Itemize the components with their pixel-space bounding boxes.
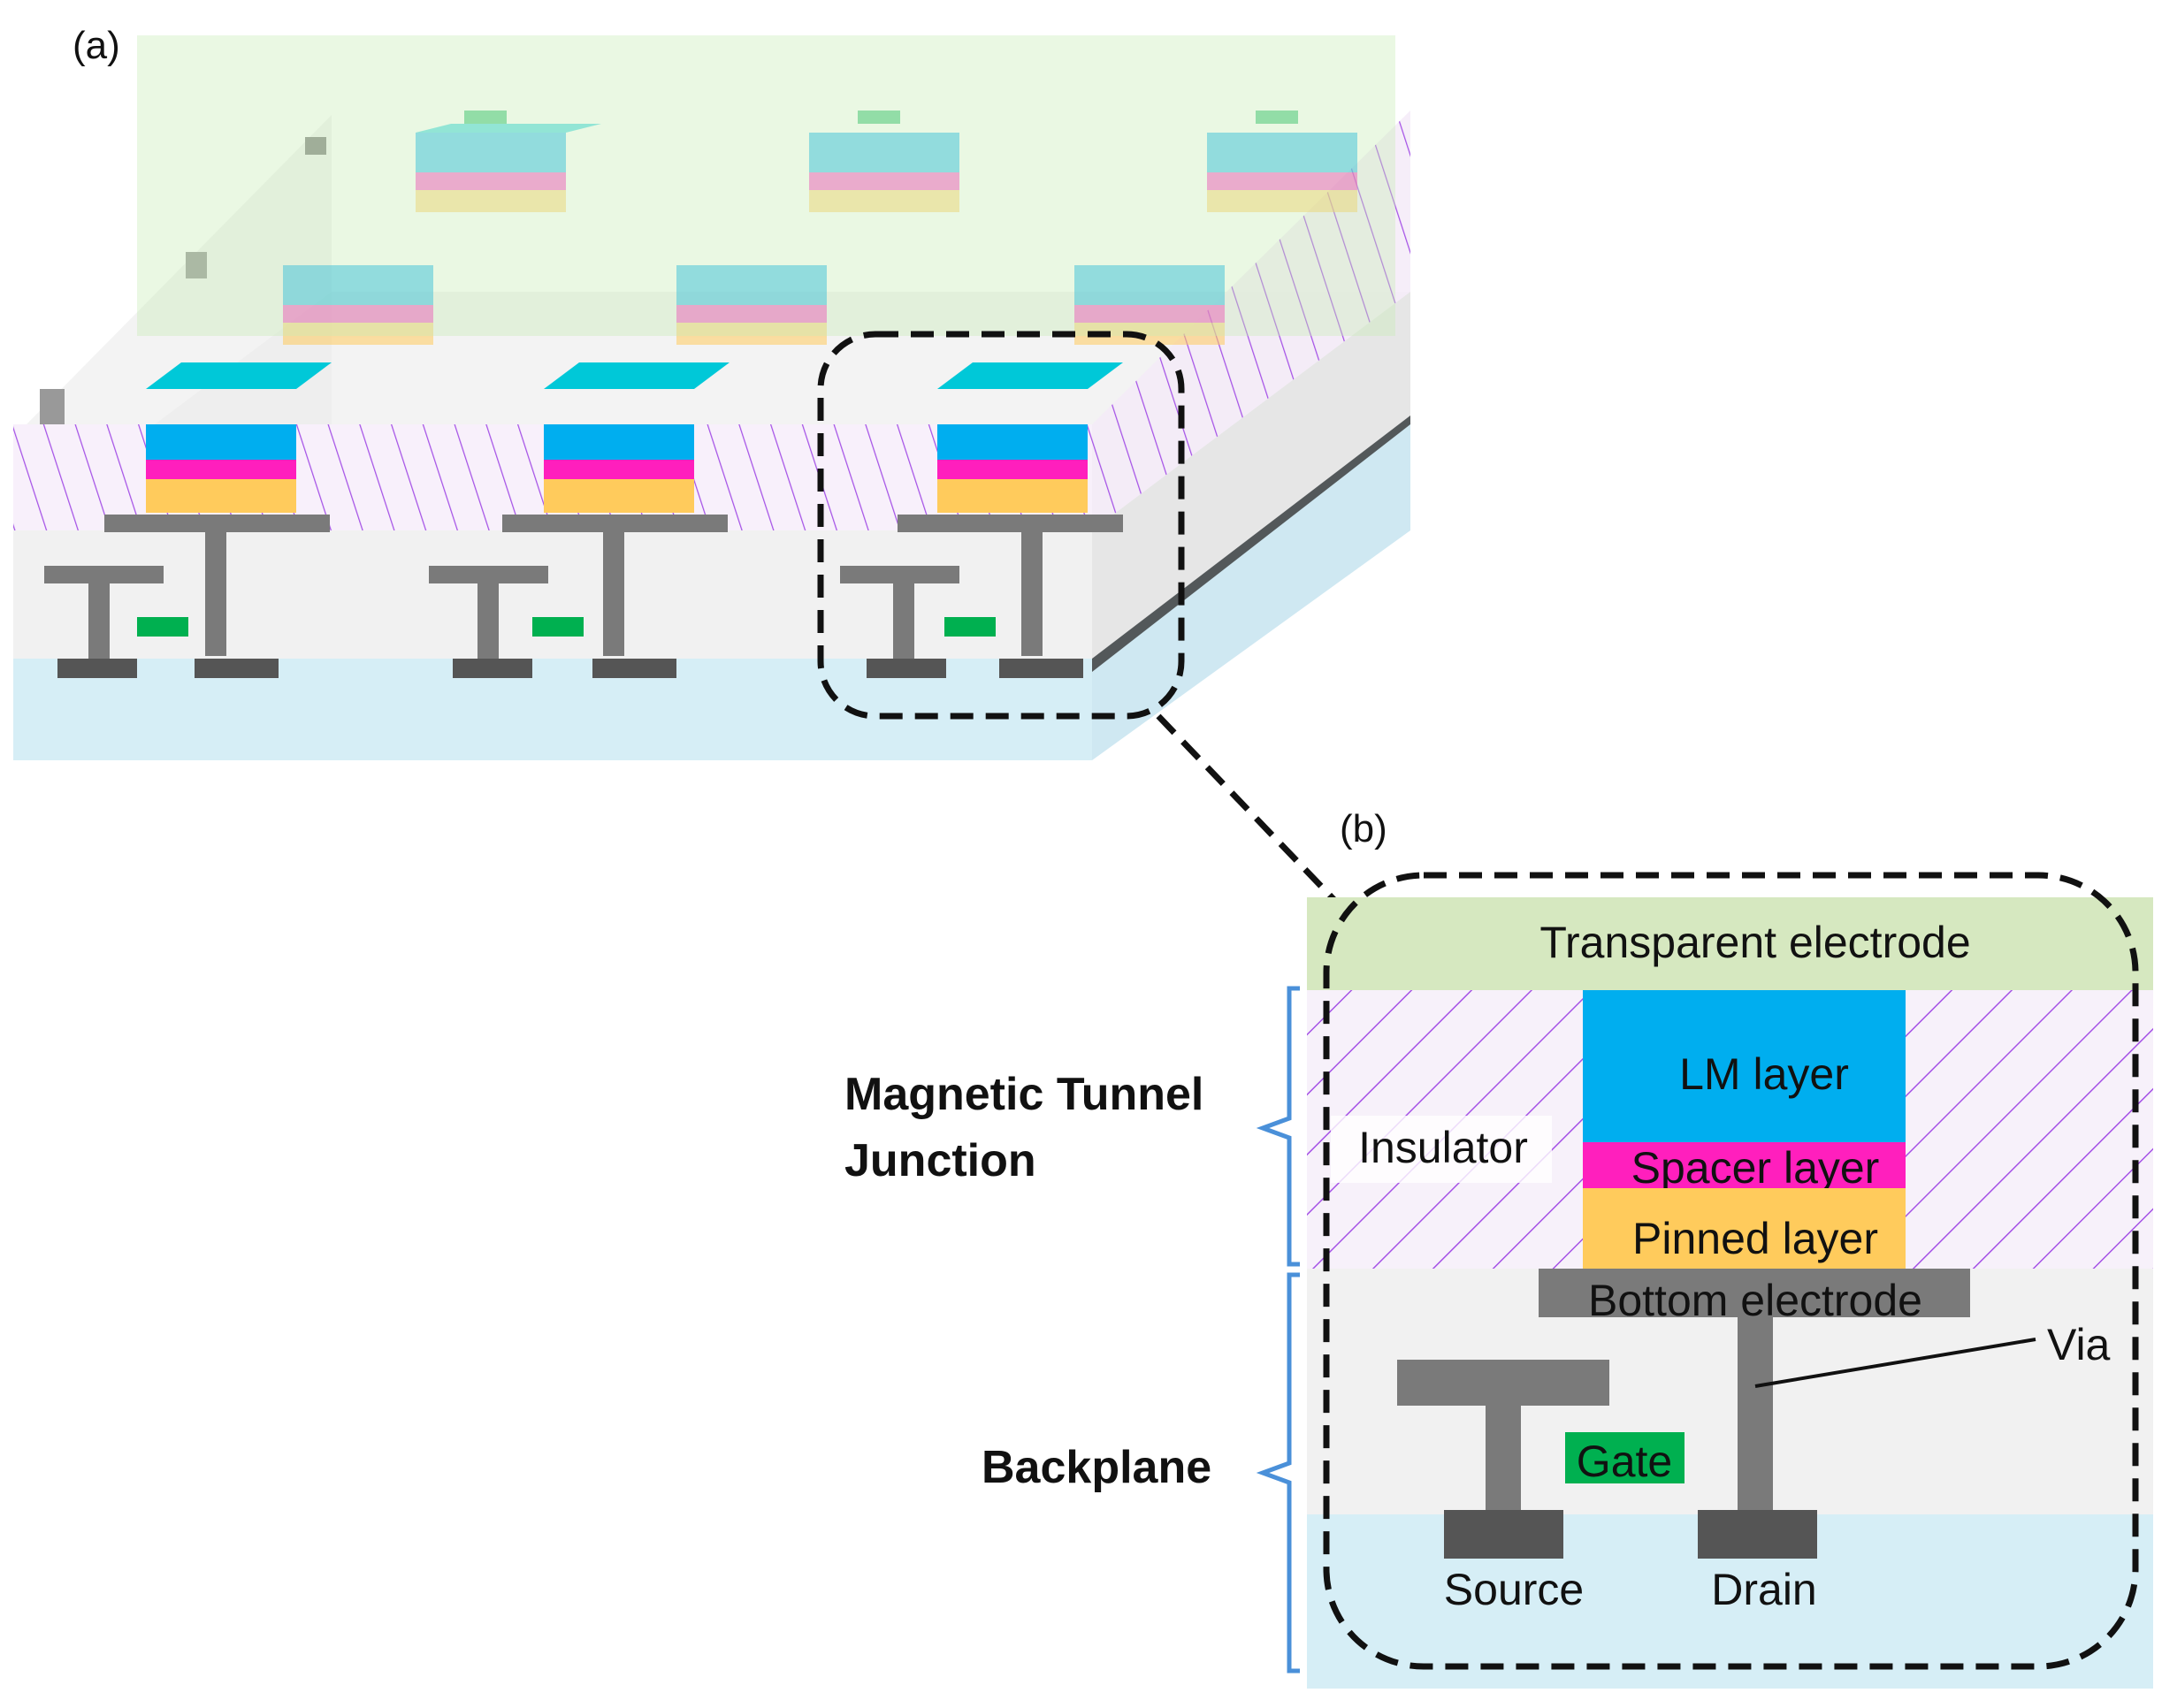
via-label: Via: [2047, 1320, 2111, 1369]
wall-post: [40, 389, 65, 424]
pinned-layer: [1583, 1188, 1906, 1269]
lm-layer: [1583, 990, 1906, 1142]
wall-post: [186, 252, 207, 278]
back-row-cells: [283, 111, 1357, 345]
mtj-group-label-line1: Magnetic Tunnel: [844, 1069, 1203, 1120]
insulator-label: Insulator: [1358, 1123, 1528, 1172]
spacer-layer-label: Spacer layer: [1631, 1143, 1880, 1193]
panel-a-array: (a): [13, 24, 1410, 922]
via: [1738, 1317, 1773, 1512]
substrate-side: [1092, 416, 1410, 760]
front-cell-2: [429, 362, 730, 678]
bottom-electrode: [1539, 1269, 1970, 1317]
bottom-electrode-label: Bottom electrode: [1588, 1276, 1922, 1325]
front-cell-1: [44, 362, 332, 678]
mtj-cell: [283, 265, 433, 345]
mtj-cell: [416, 124, 601, 212]
gate-label: Gate: [1577, 1437, 1672, 1486]
backplane-group-label: Backplane: [982, 1442, 1211, 1493]
transparent-electrode-slab: [137, 35, 1395, 336]
insulator-label-bg: [1331, 1116, 1552, 1183]
mtj-cell: [1207, 133, 1357, 212]
gate: [1565, 1432, 1685, 1483]
insulator-side-hatch: [1092, 111, 1410, 530]
lm-layer-label: LM layer: [1679, 1049, 1849, 1099]
panel-b-detail: (b) Transparent electrode Insulator LM l…: [844, 807, 2153, 1689]
source-contact: [1444, 1510, 1563, 1559]
via-leader-line: [1754, 1338, 2036, 1388]
transparent-electrode-label: Transparent electrode: [1539, 918, 1970, 967]
panel-a-label: (a): [73, 24, 120, 67]
backplane-side: [1092, 292, 1410, 659]
mtj-cell: [809, 133, 959, 212]
backplane-bracket: [1256, 1272, 1300, 1674]
source-label: Source: [1444, 1565, 1584, 1614]
left-wall: [27, 115, 332, 424]
backplane-front: [13, 530, 1092, 659]
source-electrode-top: [1397, 1360, 1609, 1406]
drain-label: Drain: [1711, 1565, 1816, 1614]
detail-callout-frame: [1323, 872, 2139, 1670]
zoom-callout-box: [817, 331, 1185, 720]
spacer-layer: [1583, 1142, 1906, 1188]
wall-post: [305, 137, 326, 155]
side-edge: [1092, 416, 1410, 672]
mtj-bracket: [1256, 986, 1300, 1267]
source-post: [1486, 1406, 1521, 1512]
transparent-electrode-layer: [1307, 897, 2153, 990]
drain-contact: [1698, 1510, 1817, 1559]
front-cell-3: [840, 362, 1123, 678]
zoom-connector: [1156, 713, 1356, 922]
pinned-layer-label: Pinned layer: [1632, 1214, 1878, 1263]
mtj-cell: [1074, 265, 1225, 345]
panel-b-label: (b): [1340, 807, 1387, 850]
mtj-cell: [676, 265, 827, 345]
mtj-group-label-line2: Junction: [844, 1135, 1036, 1186]
